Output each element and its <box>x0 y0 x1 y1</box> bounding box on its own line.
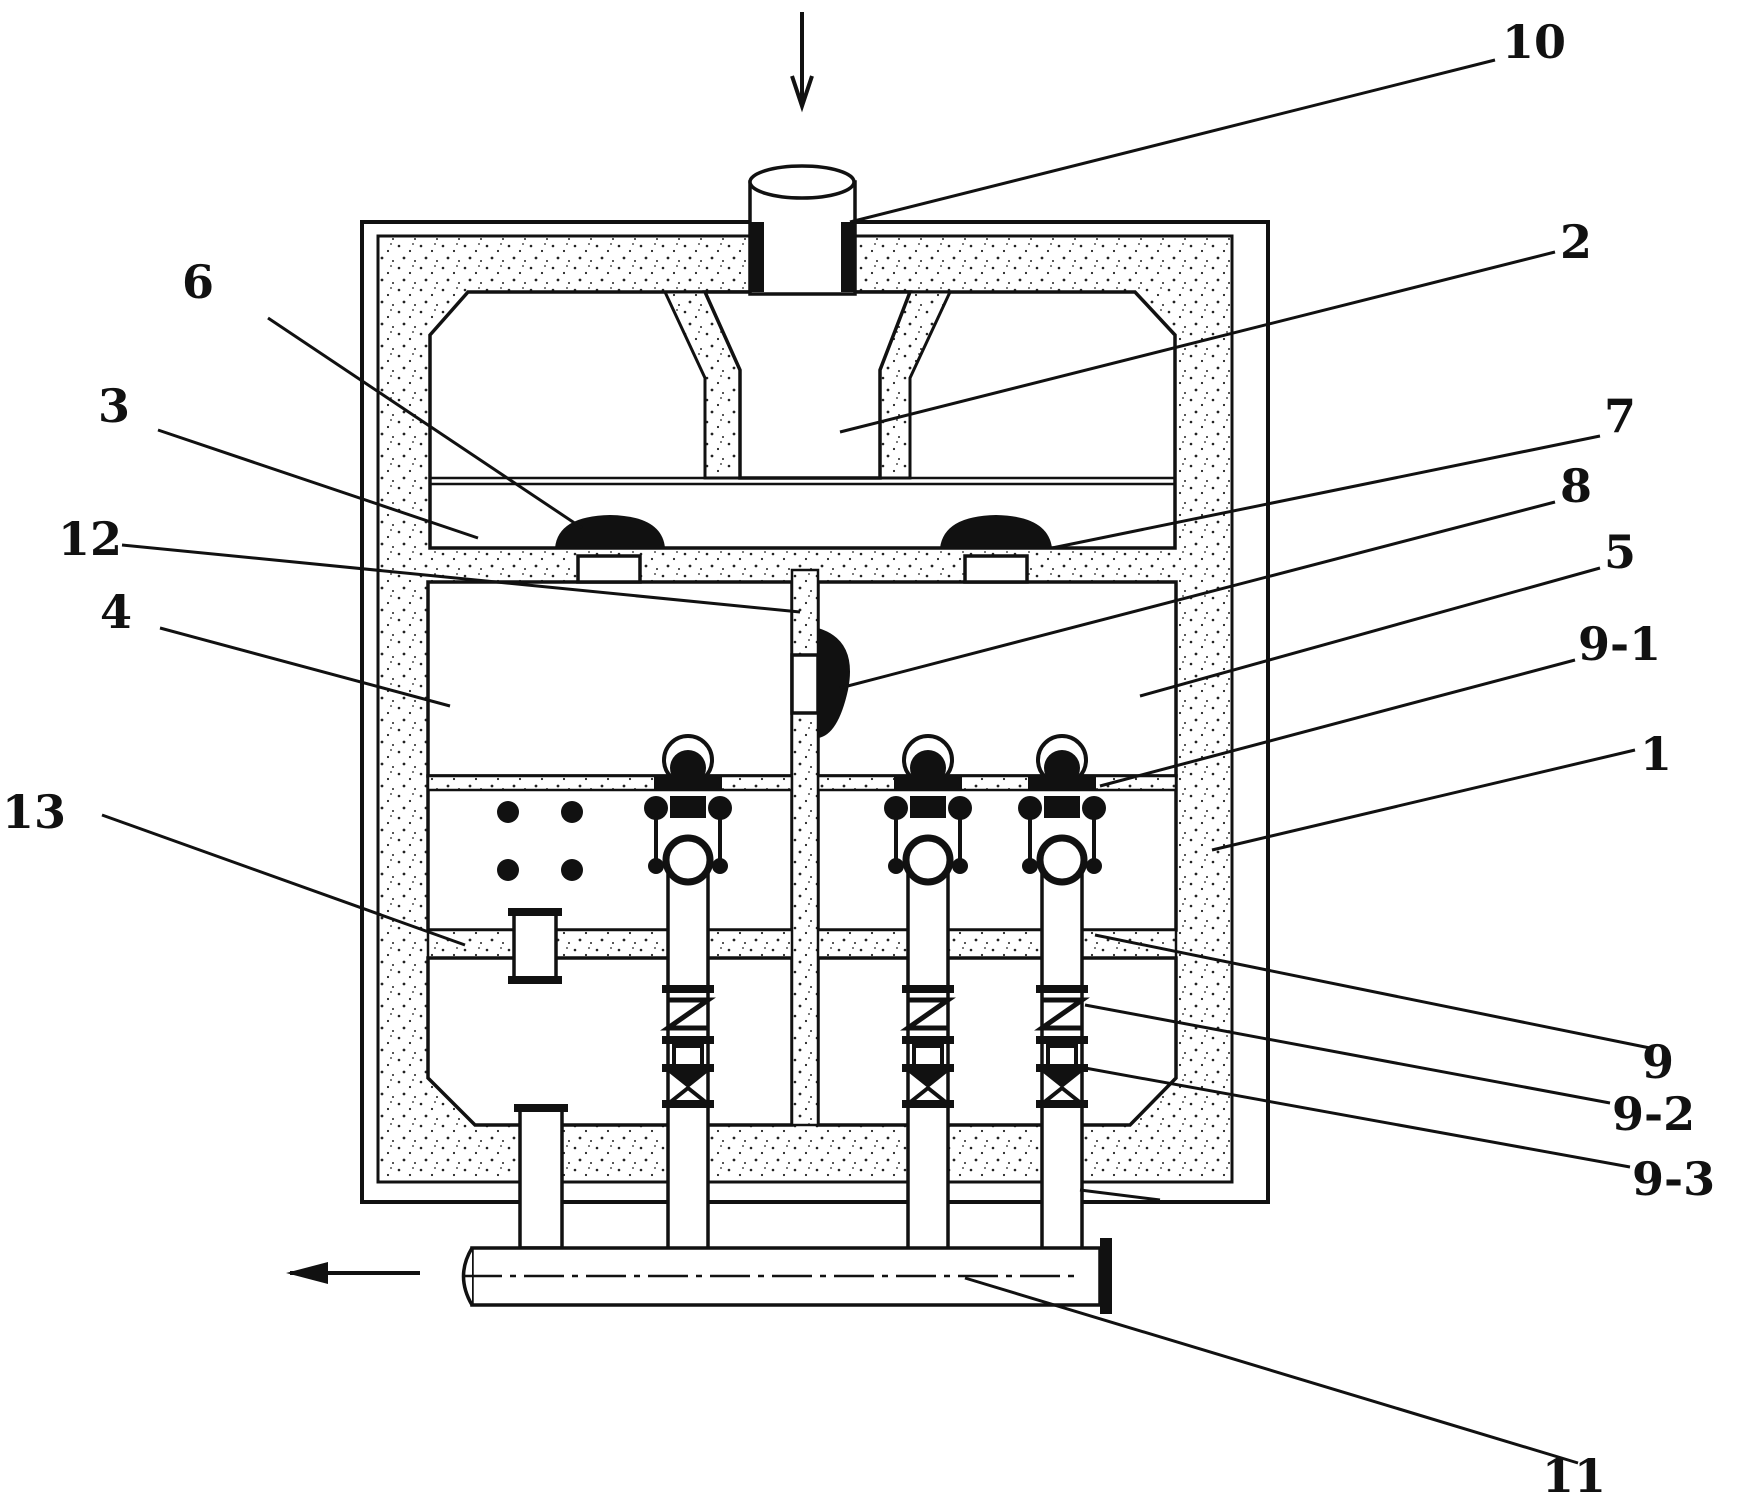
label-8: 8 <box>1560 459 1592 513</box>
leader-lines <box>101 58 1651 1465</box>
label-4: 4 <box>100 585 132 639</box>
label-12: 12 <box>58 512 122 566</box>
label-9-2: 9-2 <box>1612 1087 1695 1141</box>
label-7: 7 <box>1604 389 1636 443</box>
right-middle-chamber <box>816 580 1178 932</box>
label-5: 5 <box>1604 525 1636 579</box>
label-13: 13 <box>2 785 66 839</box>
connector-13 <box>508 908 562 984</box>
drain-pipe-left <box>514 1104 568 1250</box>
left-middle-chamber <box>426 580 794 932</box>
vent-6 <box>555 515 665 584</box>
label-9-1: 9-1 <box>1578 617 1661 671</box>
label-2: 2 <box>1560 215 1592 269</box>
left-arrow-icon <box>286 1262 420 1284</box>
label-9-3: 9-3 <box>1632 1152 1715 1206</box>
label-3: 3 <box>98 379 130 433</box>
outlet-header <box>461 1238 1112 1314</box>
vent-7 <box>940 515 1052 584</box>
central-hopper <box>662 290 953 480</box>
float-valve-assembly <box>884 734 972 1252</box>
side-valve-8 <box>790 628 850 738</box>
float-valve-assembly <box>644 734 732 1252</box>
perforations <box>497 801 583 881</box>
reference-labels: 10 2 6 3 7 8 12 4 5 9-1 1 13 9 9-2 9-3 1… <box>2 15 1715 1503</box>
label-10: 10 <box>1502 15 1566 69</box>
label-9: 9 <box>1642 1035 1674 1089</box>
label-1: 1 <box>1640 727 1672 781</box>
inlet-pipe <box>748 164 857 296</box>
down-arrow-icon <box>790 12 814 113</box>
label-6: 6 <box>182 255 214 309</box>
label-11: 11 <box>1542 1449 1606 1500</box>
